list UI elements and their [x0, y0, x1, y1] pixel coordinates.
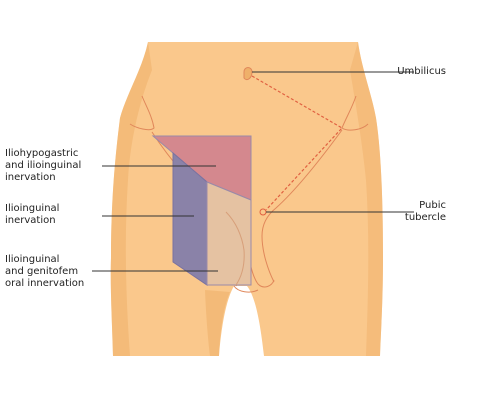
pubic-tubercle-label: Pubic tubercle	[404, 200, 446, 223]
region-groin-curve	[225, 211, 245, 286]
ilioinguinal-genitofemoral-label: Ilioinguinal and genitofem oral innervat…	[5, 254, 85, 289]
scrotum-contour	[233, 285, 259, 293]
right-inguinal-contour	[261, 129, 343, 283]
right-side-shading	[350, 42, 383, 356]
ilioinguinal-label: Ilioinguinal inervation	[5, 203, 60, 226]
genitofemoral-region	[206, 181, 252, 286]
iliohypogastric-ilioinguinal-label: Iliohypogastric and ilioinguinal inervat…	[5, 148, 82, 183]
left-hip-crest	[129, 95, 155, 131]
umbilicus-label: Umbilicus	[397, 66, 446, 77]
left-side-shading	[110, 42, 152, 356]
right-hip-crest	[341, 95, 369, 131]
left-thigh-shading	[205, 290, 230, 356]
